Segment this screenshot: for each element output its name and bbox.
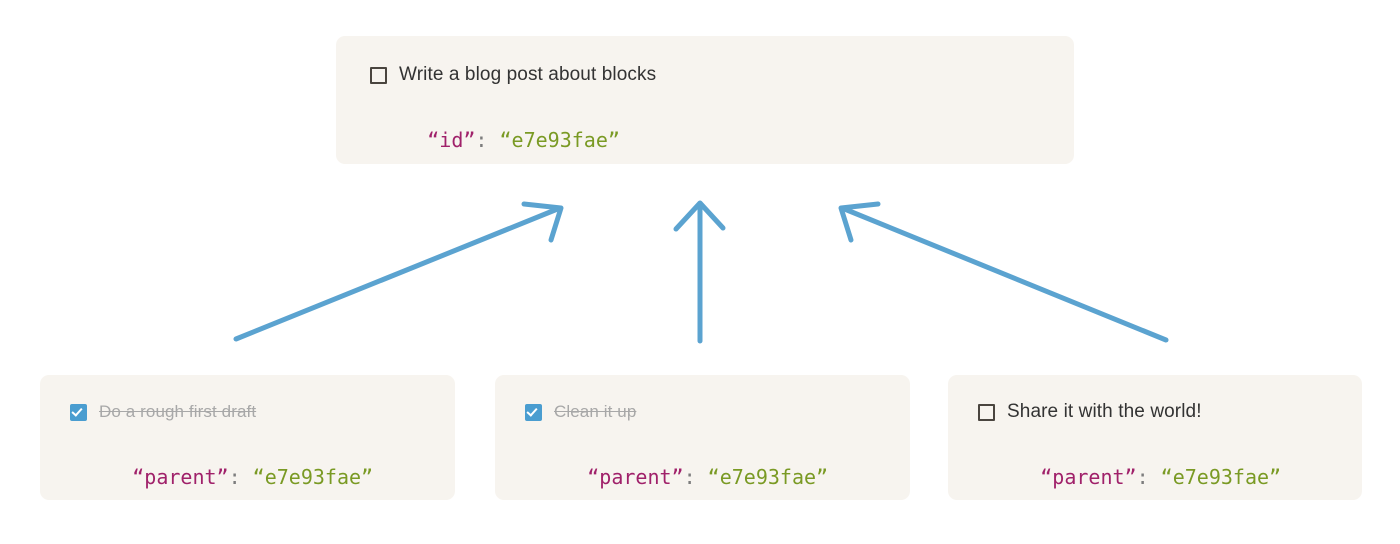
- arrow-child3-to-parent: [838, 201, 1169, 343]
- child-block-card[interactable]: Share it with the world! “parent”: “e7e9…: [948, 375, 1362, 500]
- code-key: “parent”: [587, 465, 684, 489]
- arrow-child2-to-parent: [673, 200, 726, 344]
- code-key: “parent”: [132, 465, 229, 489]
- child-code-line: “parent”: “e7e93fae”: [968, 441, 1281, 513]
- child-todo-label: Share it with the world!: [1007, 401, 1202, 422]
- code-value: “e7e93fae”: [252, 465, 374, 489]
- parent-todo-label: Write a blog post about blocks: [399, 64, 657, 85]
- code-value: “e7e93fae”: [1160, 465, 1282, 489]
- check-tick-icon: [71, 404, 83, 417]
- code-value: “e7e93fae”: [707, 465, 829, 489]
- child-code-line: “parent”: “e7e93fae”: [60, 441, 373, 513]
- code-key: “id”: [427, 128, 476, 152]
- checkbox-checked-icon[interactable]: [70, 403, 87, 421]
- parent-todo-row[interactable]: Write a blog post about blocks: [370, 64, 656, 86]
- child-todo-label: Do a rough first draft: [99, 402, 257, 421]
- child-code-line: “parent”: “e7e93fae”: [515, 441, 828, 513]
- code-colon: :: [475, 128, 488, 152]
- code-colon: :: [683, 465, 696, 489]
- code-colon: :: [1136, 465, 1149, 489]
- child-block-card[interactable]: Do a rough first draft “parent”: “e7e93f…: [40, 375, 455, 500]
- parent-code-line: “id”: “e7e93fae”: [355, 104, 620, 176]
- code-gap: [241, 465, 253, 489]
- arrow-child1-to-parent: [233, 201, 564, 342]
- child-todo-row[interactable]: Do a rough first draft: [70, 401, 256, 423]
- code-key: “parent”: [1040, 465, 1137, 489]
- child-block-card[interactable]: Clean it up “parent”: “e7e93fae”: [495, 375, 910, 500]
- child-todo-row[interactable]: Share it with the world!: [978, 401, 1202, 423]
- check-tick-icon: [526, 404, 538, 417]
- checkbox-empty-icon[interactable]: [370, 66, 387, 84]
- code-colon: :: [228, 465, 241, 489]
- checkbox-empty-icon[interactable]: [978, 403, 995, 421]
- code-gap: [696, 465, 708, 489]
- code-value: “e7e93fae”: [499, 128, 620, 152]
- checkbox-checked-icon[interactable]: [525, 403, 542, 421]
- code-gap: [487, 128, 499, 152]
- parent-block-card[interactable]: Write a blog post about blocks “id”: “e7…: [336, 36, 1074, 164]
- code-gap: [1149, 465, 1161, 489]
- child-todo-row[interactable]: Clean it up: [525, 401, 636, 423]
- child-todo-label: Clean it up: [554, 402, 637, 421]
